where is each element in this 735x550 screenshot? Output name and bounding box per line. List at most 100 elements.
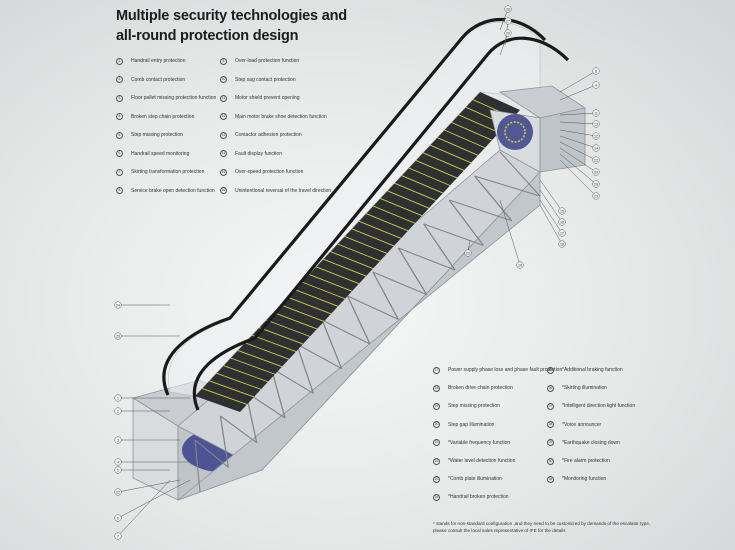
truss-member [347,295,371,345]
step-edge [429,144,472,164]
callout: 30 [559,147,600,176]
callout: 12 [559,129,600,140]
callout-circle [592,67,600,75]
step-edge [380,197,423,217]
callout-circle [592,180,600,188]
legend-number: 10 [220,76,227,83]
legend-text: Over-speed protection function [235,169,304,175]
step-edge [280,304,325,322]
step-edge [216,372,262,390]
truss-member [296,343,314,394]
legend-item: 26*Skirting illumination [547,384,607,392]
truss-member [448,199,484,246]
legend-text: Motor shield prevent opening [235,95,300,101]
truss-member [499,151,541,197]
legend-text: Floor pallet missing protection function [131,95,217,101]
callout-leader [539,189,563,223]
callout: 8 [559,67,600,93]
legend-number: 23 [433,475,440,483]
callout: 7 [114,479,171,540]
footnote: * stands for non-standard configuration … [433,521,651,533]
legend-text: Handrail entry protection [131,58,186,64]
truss-member [398,247,456,271]
callout-number: 18 [560,242,564,246]
truss-member [321,319,371,345]
step-edge [330,251,374,269]
legend-item: 9 Over-load protection function [220,57,299,65]
callout: 23 [114,332,180,340]
callout-circle [592,156,600,164]
legend-text: *Voice announcer [562,421,602,428]
callout-number: 30 [594,170,598,174]
callout-circle [558,207,566,215]
legend-text: *Water level detection function [448,458,516,464]
callout-number: 1 [117,396,119,400]
legend-number: 25 [547,366,554,374]
callout-number: 5 [117,468,119,472]
callout-circle [464,249,472,257]
legend-text: *Monitoring function [562,476,607,483]
callout: 24 [114,301,170,309]
truss-member [372,271,399,320]
callout: 5 [114,466,170,474]
callout-number: 17 [560,231,564,235]
legend-text: *Earthquake closing down [562,439,620,446]
legend-number: 26 [547,384,554,392]
legend-number: 3 [116,94,123,102]
legend-number: 6 [116,150,123,157]
truss-member [423,223,484,246]
callout-leader [539,179,563,212]
step-edge [209,380,255,398]
step-edge [237,349,283,368]
upper-machine-gear [504,121,526,143]
truss-member [321,319,343,369]
callout-number: 23 [594,194,598,198]
callout-leader [559,135,597,149]
callout: 13 [559,120,600,128]
legend-number: 1 [116,57,123,65]
callout-leader [559,112,597,116]
step-edge [223,365,269,383]
legend-number: 8 [116,187,123,194]
step-edge [451,121,493,141]
step-edge [258,327,304,345]
callout-circle [558,229,566,237]
step-edge [230,357,276,375]
legend-number: 16 [220,187,227,194]
callout-number: 20 [506,31,510,35]
step-edge [294,289,339,307]
legend-text: *Intelligent direction light function [562,403,636,410]
handrail-left [162,18,547,396]
legend-item: 24*Handrail broken protection [433,493,509,501]
callout-number: 4 [117,460,119,464]
callout-circle [558,240,566,248]
legend-number: 20 [433,421,440,429]
callout: 18 [539,204,566,248]
legend-text: Over-load protection function [235,58,300,64]
legend-number: 28 [547,421,554,429]
step-edge-lines [201,99,514,405]
legend-number: 12 [220,113,227,120]
legend-number: 9 [220,57,227,65]
truss-member [397,247,428,295]
callout: 22 [114,479,181,496]
legend-number: 27 [547,402,554,410]
legend-number: 22 [433,457,440,465]
legend-item: 21*Variable frequency function [433,439,510,447]
truss-member [219,415,229,468]
callout-leader [559,129,597,137]
step-edge [344,235,388,254]
callout: 1 [114,394,190,402]
legend-text: Broken step chain protection [131,113,195,120]
callout-leader [499,8,509,31]
callout-number: 22 [116,490,120,494]
legend-number: 14 [220,150,227,157]
callout-leader [117,479,191,519]
callout-number: 13 [594,122,598,126]
callout-leader [499,199,521,266]
